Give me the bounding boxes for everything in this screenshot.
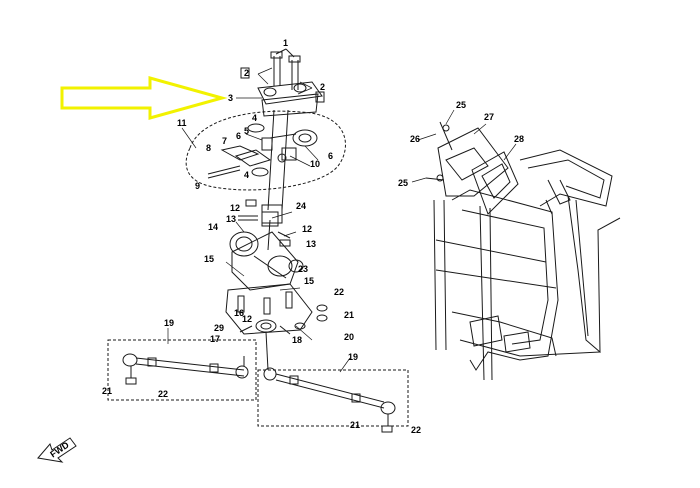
part-label-3: 3 bbox=[228, 93, 233, 103]
part-label-6: 6 bbox=[328, 151, 333, 161]
part-label-12: 12 bbox=[230, 203, 240, 213]
highlight-arrow bbox=[60, 76, 228, 120]
part-label-2: 2 bbox=[320, 82, 325, 92]
shaft-bolts bbox=[240, 48, 325, 103]
fwd-arrow-icon bbox=[37, 437, 77, 463]
right-tie-rod bbox=[257, 367, 409, 433]
steering-column bbox=[261, 109, 289, 251]
part-label-1: 1 bbox=[283, 38, 288, 48]
leader-lines bbox=[167, 67, 517, 373]
part-label-28: 28 bbox=[514, 134, 524, 144]
part-label-19: 19 bbox=[348, 352, 358, 362]
part-label-17: 17 bbox=[210, 334, 220, 344]
part-label-29: 29 bbox=[214, 323, 224, 333]
part-label-23: 23 bbox=[298, 264, 308, 274]
part-label-10: 10 bbox=[310, 159, 320, 169]
part-label-20: 20 bbox=[344, 332, 354, 342]
part-labels: 1 2 2 3 11 4 5 6 7 8 9 4 6 10 12 13 24 1… bbox=[48, 38, 524, 460]
part-label-7: 7 bbox=[222, 136, 227, 146]
part-label-21: 21 bbox=[350, 420, 360, 430]
part-label-24: 24 bbox=[296, 201, 306, 211]
part-label-26: 26 bbox=[410, 134, 420, 144]
part-label-22: 22 bbox=[411, 425, 421, 435]
part-label-13: 13 bbox=[226, 214, 236, 224]
top-clamp-plate bbox=[257, 81, 323, 117]
part-label-12: 12 bbox=[302, 224, 312, 234]
part-label-14: 14 bbox=[208, 222, 218, 232]
part-label-4: 4 bbox=[244, 170, 249, 180]
part-label-8: 8 bbox=[206, 143, 211, 153]
part-label-16: 16 bbox=[234, 308, 244, 318]
bushing-parts bbox=[207, 123, 318, 179]
steering-gearbox bbox=[229, 231, 304, 291]
part-label-21: 21 bbox=[102, 386, 112, 396]
left-tie-rod bbox=[107, 339, 257, 401]
ecu-module bbox=[425, 121, 519, 215]
part-label-4: 4 bbox=[252, 113, 257, 123]
part-label-11: 11 bbox=[177, 118, 187, 128]
part-label-22: 22 bbox=[334, 287, 344, 297]
part-label-13: 13 bbox=[306, 239, 316, 249]
part-label-22: 22 bbox=[158, 389, 168, 399]
part-label-15: 15 bbox=[304, 276, 314, 286]
universal-joint bbox=[238, 199, 291, 247]
part-label-25: 25 bbox=[456, 100, 466, 110]
part-label-5: 5 bbox=[244, 126, 249, 136]
part-label-15: 15 bbox=[204, 254, 214, 264]
part-label-12: 12 bbox=[242, 314, 252, 324]
part-label-2: 2 bbox=[244, 68, 249, 78]
mounting-plate bbox=[225, 283, 328, 335]
pitman-shaft bbox=[265, 331, 269, 371]
part-label-19: 19 bbox=[164, 318, 174, 328]
part-label-27: 27 bbox=[484, 112, 494, 122]
part-label-21: 21 bbox=[344, 310, 354, 320]
part-label-18: 18 bbox=[292, 335, 302, 345]
part-label-9: 9 bbox=[195, 181, 200, 191]
part-label-25: 25 bbox=[398, 178, 408, 188]
vehicle-frame bbox=[433, 149, 621, 381]
part-label-6: 6 bbox=[236, 131, 241, 141]
bushing-group-outline bbox=[185, 110, 346, 191]
